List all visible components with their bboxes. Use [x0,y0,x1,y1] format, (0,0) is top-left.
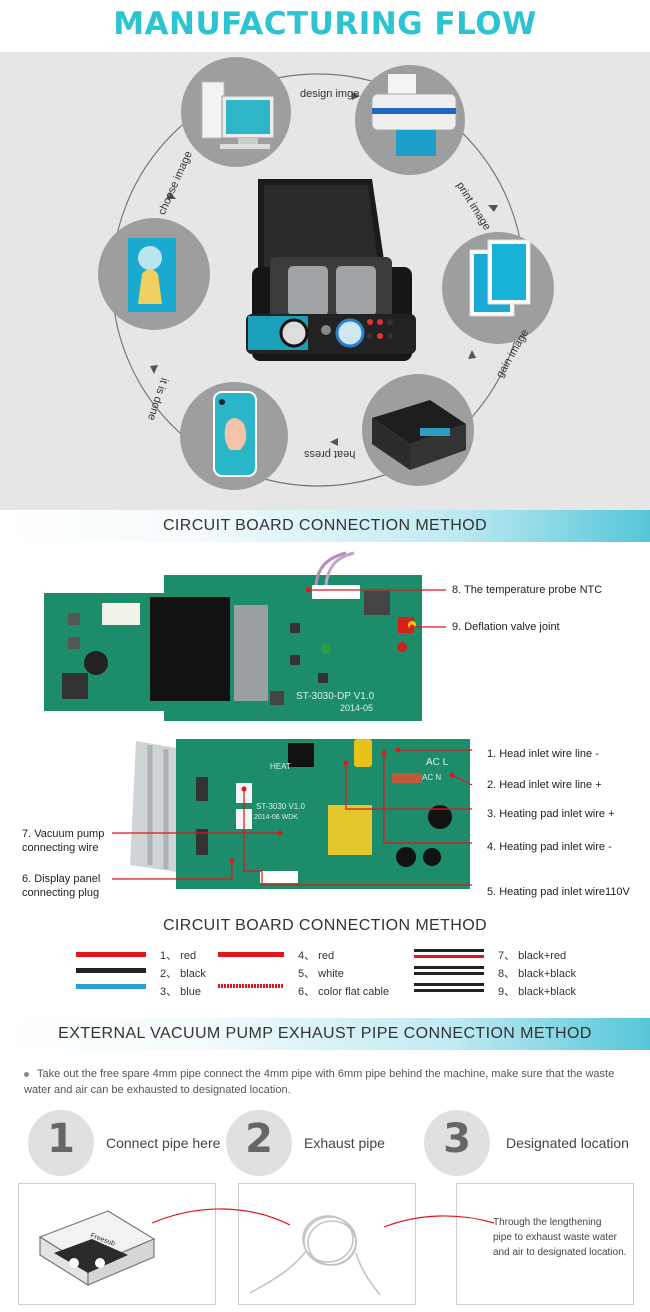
label-display-plug: 6. Display panel connecting plug [22,872,100,900]
pipe-description: Take out the free spare 4mm pipe connect… [24,1066,624,1098]
step-3-badge: 3 [424,1110,490,1176]
circuit-section-header: CIRCUIT BOARD CONNECTION METHOD [0,510,650,542]
label-heating-pad-minus: 4. Heating pad inlet wire - [487,841,612,853]
label-deflation-valve: 9. Deflation valve joint [452,621,560,633]
swatch-black-black [414,966,484,969]
step-2-badge: 2 [226,1110,292,1176]
step-1-badge: 1 [28,1110,94,1176]
step-3-number: 3 [443,1116,471,1162]
circuit-section-title: CIRCUIT BOARD CONNECTION METHOD [162,517,488,534]
step-label-design: design imge [300,88,360,100]
step-printer-circle [355,65,465,175]
step-label-heat: heat press [304,448,356,460]
label-temperature-probe: 8. The temperature probe NTC [452,584,603,596]
destination-line-1: Through the lengthening [493,1217,602,1228]
legend-item-2: 2、 black [160,968,206,980]
label-vacuum-pump-line2: connecting wire [22,842,99,854]
label-vacuum-pump-line1: 7. Vacuum pump [22,828,105,840]
swatch-black-red [414,949,484,952]
label-head-inlet-plus: 2. Head inlet wire line + [487,779,602,791]
swatch-blue [76,984,146,989]
swatch-black-black-2b [414,989,484,992]
board2-silk-acn: AC N [422,773,441,782]
box-pipe [238,1183,416,1305]
swatch-red-2 [218,952,284,957]
board2-silk-date: 2014-06 WDK [254,814,298,821]
step-1-label: Connect pipe here [106,1135,221,1151]
swatch-flat-cable [218,984,284,988]
legend-item-9: 9、 black+black [498,986,576,998]
flow-diagram [98,57,554,490]
display-board: ST-3030-DP V1.0 2014-05 [44,551,422,721]
step-2-label: Exhaust pipe [304,1135,385,1151]
pipe-illustration: Freesub [38,1208,495,1296]
swatch-black-red-b [414,955,484,958]
connector-line-2 [383,1215,495,1228]
legend-item-1: 1、 red [160,950,197,962]
legend-item-3: 3、 blue [160,986,201,998]
board2-silk-model: ST-3030 V1.0 [256,802,305,811]
pipe-section-title: EXTERNAL VACUUM PUMP EXHAUST PIPE CONNEC… [58,1025,592,1042]
legend-title: CIRCUIT BOARD CONNECTION METHOD [162,917,488,934]
destination-line-2: pipe to exhaust waste water [493,1232,617,1243]
legend-item-5: 5、 white [298,968,344,980]
label-heating-pad-plus: 3. Heating pad inlet wire + [487,808,615,820]
step-computer-circle [181,57,291,167]
board1-silk-date: 2014-05 [340,703,373,713]
label-display-plug-line2: connecting plug [22,887,100,899]
step-small-press-circle [362,374,474,486]
destination-text: Through the lengthening pipe to exhaust … [493,1215,626,1260]
label-head-inlet-minus: 1. Head inlet wire line - [487,748,599,760]
legend-item-6: 6、 color flat cable [298,986,390,998]
circuit-boards-illustration: ST-3030-DP V1.0 2014-05 AC L AC N HEAT S… [44,551,473,889]
destination-line-3: and air to designated location. [493,1247,627,1258]
pipe-section-header: EXTERNAL VACUUM PUMP EXHAUST PIPE CONNEC… [0,1018,650,1050]
heat-press-machine [246,179,416,361]
swatch-red [76,952,146,957]
step-3-label: Designated location [506,1135,629,1151]
page-title: MANUFACTURING FLOW [113,6,537,42]
mini-device: Freesub [38,1210,156,1287]
step-2-number: 2 [245,1116,273,1162]
box-destination [456,1183,634,1305]
swatch-white [218,968,284,973]
power-board: AC L AC N HEAT ST-3030 V1.0 2014-06 WDK [130,739,470,889]
pipe-description-text: Take out the free spare 4mm pipe connect… [24,1068,615,1096]
swatch-black [76,968,146,973]
legend-item-8: 8、 black+black [498,968,576,980]
swatch-black-black-b [414,972,484,975]
step-phone-circle [180,382,288,490]
label-display-plug-line1: 6. Display panel [22,873,101,885]
exhaust-pipe-coil [249,1215,381,1296]
label-heating-pad-110v: 5. Heating pad inlet wire110V [487,886,630,898]
swatch-black-black-2 [414,983,484,986]
legend-item-4: 4、 red [298,950,335,962]
label-vacuum-pump: 7. Vacuum pump connecting wire [22,827,104,855]
step-paper-circle [442,232,554,344]
legend-item-7: 7、 black+red [498,950,567,962]
board2-silk-heat: HEAT [270,762,291,771]
step-1-number: 1 [47,1116,75,1162]
bullet-icon [24,1071,29,1077]
board1-silk-model: ST-3030-DP V1.0 [296,691,375,702]
connector-line-1 [151,1208,291,1226]
board2-silk-acl: AC L [426,757,449,768]
step-image-card-circle [98,218,210,330]
manufacturing-flow-panel: design imge print image gain image heat … [0,52,650,510]
